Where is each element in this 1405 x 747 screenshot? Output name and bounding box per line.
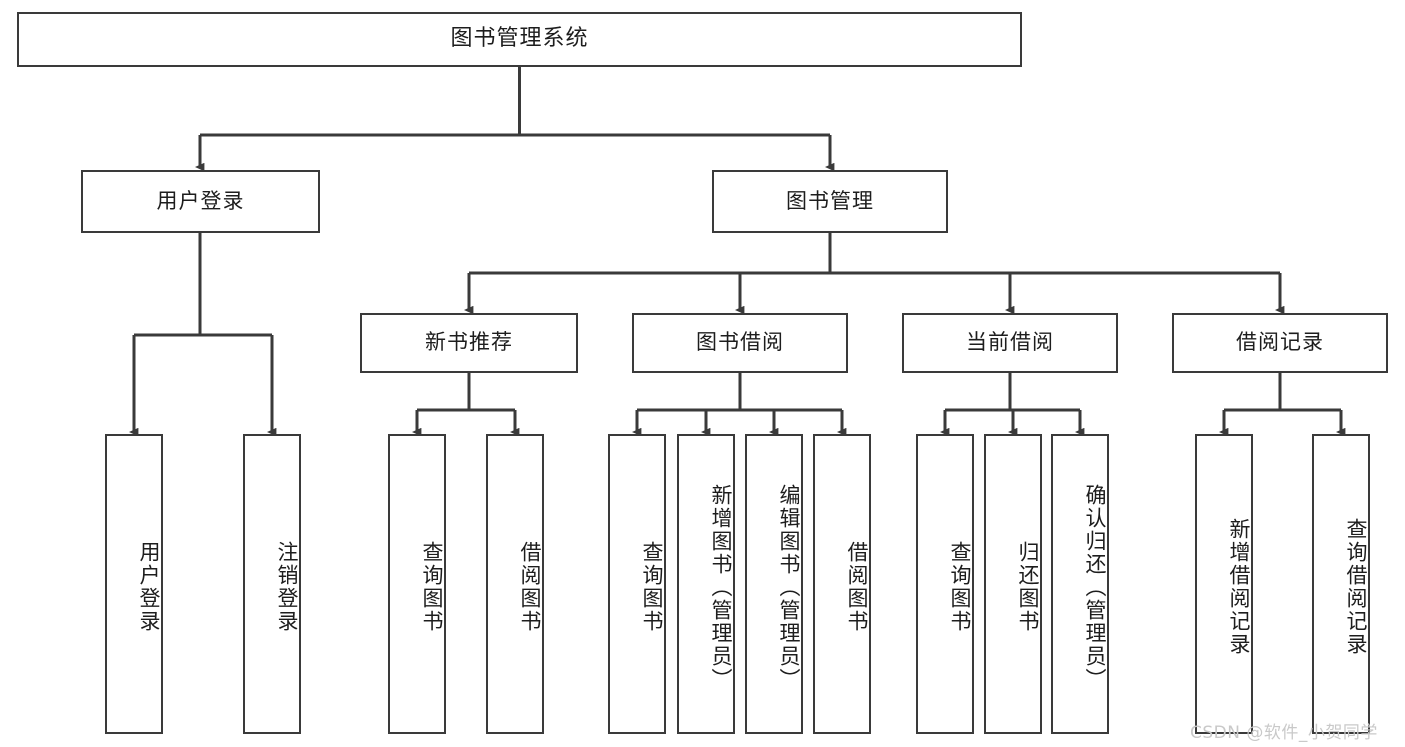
leaf-user-login[interactable]: 用户登录 — [105, 434, 163, 734]
node-label: 借阅记录 — [1236, 330, 1324, 355]
node-user-login[interactable]: 用户登录 — [81, 170, 320, 233]
leaf-add-borrow-record[interactable]: 新增借阅记录 — [1195, 434, 1253, 734]
node-label: 查询图书 — [948, 541, 972, 633]
leaf-user-logout[interactable]: 注销登录 — [243, 434, 301, 734]
leaf-confirm-return-admin[interactable]: 确认归还（管理员） — [1051, 434, 1109, 734]
node-label: 图书管理 — [786, 188, 874, 213]
node-label: 归还图书 — [1016, 541, 1040, 633]
node-label: 注销登录 — [275, 541, 299, 633]
node-label: 确认归还（管理员） — [1083, 483, 1107, 691]
leaf-borrow-book[interactable]: 借阅图书 — [813, 434, 871, 734]
leaf-edit-book-admin[interactable]: 编辑图书（管理员） — [745, 434, 803, 734]
node-new-book-recommend[interactable]: 新书推荐 — [360, 313, 578, 373]
node-label: 查询图书 — [420, 541, 444, 633]
leaf-query-book-borrow[interactable]: 查询图书 — [608, 434, 666, 734]
node-label: 查询借阅记录 — [1344, 518, 1368, 656]
node-label: 用户登录 — [156, 188, 245, 213]
node-current-borrow[interactable]: 当前借阅 — [902, 313, 1118, 373]
node-label: 编辑图书（管理员） — [777, 483, 801, 691]
node-label: 用户登录 — [137, 541, 161, 633]
node-book-borrow[interactable]: 图书借阅 — [632, 313, 848, 373]
leaf-query-borrow-record[interactable]: 查询借阅记录 — [1312, 434, 1370, 734]
node-label: 当前借阅 — [966, 330, 1054, 355]
leaf-return-book[interactable]: 归还图书 — [984, 434, 1042, 734]
leaf-add-book-admin[interactable]: 新增图书（管理员） — [677, 434, 735, 734]
node-root-book-management-system[interactable]: 图书管理系统 — [17, 12, 1022, 67]
node-label: 图书管理系统 — [450, 26, 589, 52]
node-label: 新增图书（管理员） — [709, 483, 733, 691]
node-book-management[interactable]: 图书管理 — [712, 170, 948, 233]
leaf-query-book-current[interactable]: 查询图书 — [916, 434, 974, 734]
csdn-watermark: CSDN @软件_小贺同学 — [1190, 723, 1378, 743]
node-borrow-record[interactable]: 借阅记录 — [1172, 313, 1388, 373]
node-label: 借阅图书 — [518, 541, 542, 633]
leaf-borrow-book-recommend[interactable]: 借阅图书 — [486, 434, 544, 734]
node-label: 查询图书 — [640, 541, 664, 633]
node-label: 新书推荐 — [425, 330, 513, 355]
node-label: 借阅图书 — [845, 541, 869, 633]
node-label: 图书借阅 — [696, 330, 784, 355]
node-label: 新增借阅记录 — [1227, 518, 1251, 656]
leaf-query-book-recommend[interactable]: 查询图书 — [388, 434, 446, 734]
